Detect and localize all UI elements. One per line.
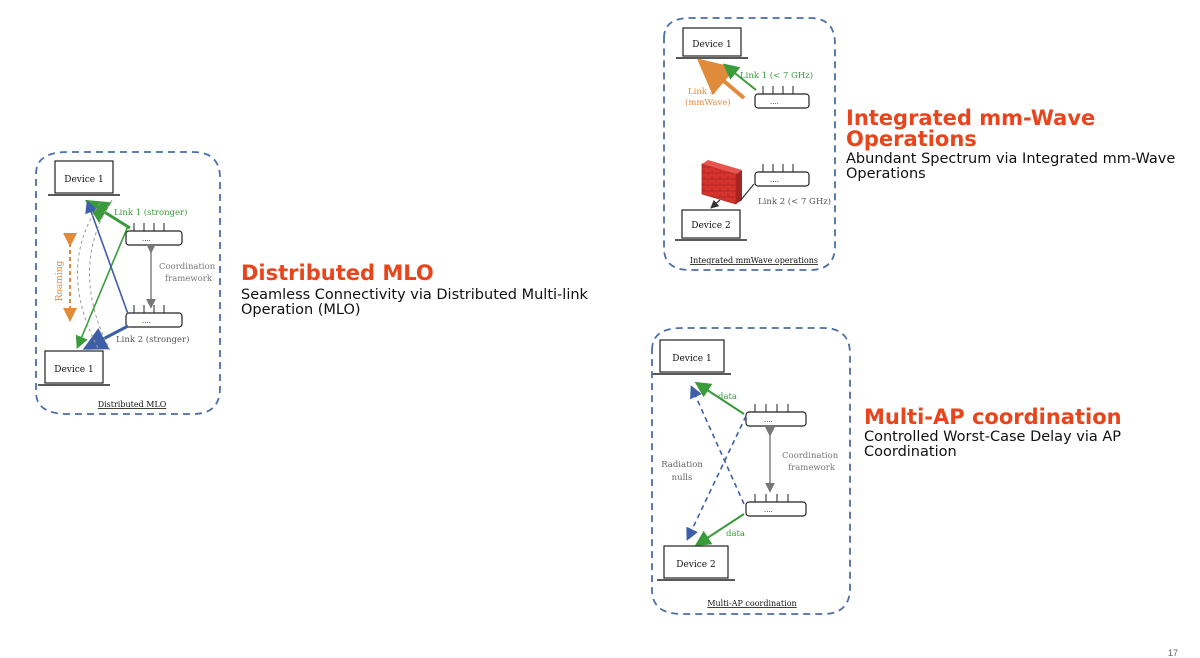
link-blue-cross	[85, 199, 129, 315]
feature-title-2: Operations	[846, 127, 977, 151]
link1-label: Link 1 (< 7 GHz)	[740, 70, 813, 81]
link2-label: Link 2 (stronger)	[116, 334, 189, 345]
feature-title: Integrated mm-Wave	[846, 106, 1096, 130]
dashed-border	[35, 151, 221, 415]
radiation-null-line	[690, 385, 745, 505]
access-point-icon: ....	[754, 86, 810, 109]
integrated-mmwave-diagram: Device 1 .... Link 1 (< 7 GHz) Link 3 (m…	[660, 14, 840, 274]
link1-label: Link 1 (stronger)	[114, 207, 187, 218]
device-label-bottom: Device 2	[676, 560, 715, 570]
device-label-top: Device 1	[64, 175, 103, 185]
laptop-icon	[38, 350, 110, 386]
device-label-top: Device 1	[692, 40, 731, 50]
link-green-cross	[75, 225, 129, 349]
access-point-icon: ....	[125, 305, 183, 328]
data-label-top: data	[718, 392, 737, 402]
device-label-bottom: Device 2	[691, 221, 730, 231]
radiation-label: Radiation	[661, 460, 703, 470]
access-point-icon: ....	[745, 404, 807, 427]
dashed-border	[651, 327, 851, 615]
feature-description: Controlled Worst-Case Delay via AP Coord…	[864, 429, 1122, 460]
svg-text:....: ....	[764, 415, 773, 424]
laptop-icon	[48, 160, 120, 196]
data-arrow-bottom	[694, 513, 745, 547]
laptop-icon	[657, 545, 735, 581]
data-arrow-top	[694, 381, 745, 415]
diagram-caption: Integrated mmWave operations	[690, 256, 818, 265]
multi-ap-feature: Multi-AP coordination Controlled Worst-C…	[864, 407, 1194, 460]
coordination-label-2: framework	[788, 463, 836, 473]
distributed-mlo-svg: Device 1 Device 1 .... .... Roamin	[35, 151, 221, 415]
radiation-null-line	[686, 415, 747, 541]
radiation-label-2: nulls	[672, 473, 693, 483]
device-label-bottom: Device 1	[54, 365, 93, 375]
feature-title: Multi-AP coordination	[864, 405, 1122, 429]
dashed-border	[663, 17, 836, 271]
svg-text:....: ....	[142, 234, 151, 243]
coordination-label: Coordination	[159, 262, 216, 272]
svg-text:....: ....	[764, 505, 773, 514]
diagram-caption: Distributed MLO	[98, 400, 167, 409]
coordination-label-2: framework	[165, 274, 213, 284]
svg-text:....: ....	[142, 316, 151, 325]
link2-arrow	[739, 183, 755, 202]
data-label-bottom: data	[726, 529, 745, 539]
link3-arrow	[696, 58, 746, 100]
multi-ap-diagram: Device 1 .... .... Coordination framewor…	[648, 322, 854, 618]
access-point-icon: ....	[745, 494, 807, 517]
multi-ap-svg: Device 1 .... .... Coordination framewor…	[651, 327, 851, 615]
access-point-icon: ....	[125, 223, 183, 246]
feature-title: Distributed MLO	[241, 261, 434, 285]
roaming-label: Roaming	[55, 260, 65, 301]
page-number: 17	[1167, 648, 1178, 658]
laptop-icon	[653, 339, 731, 375]
feature-description: Abundant Spectrum via Integrated mm-Wave…	[846, 151, 1176, 182]
link1-arrow	[722, 63, 757, 91]
distributed-mlo-feature: Distributed MLO Seamless Connectivity vi…	[241, 263, 631, 318]
laptop-icon	[676, 27, 748, 59]
svg-text:....: ....	[770, 97, 779, 106]
diagram-caption: Multi-AP coordination	[707, 599, 796, 608]
feature-description: Seamless Connectivity via Distributed Mu…	[241, 287, 588, 318]
integrated-mmwave-feature: Integrated mm-Wave Operations Abundant S…	[846, 108, 1196, 182]
link2-arrow	[82, 324, 129, 350]
svg-text:....: ....	[770, 175, 779, 184]
link2-label: Link 2 (< 7 GHz)	[758, 196, 831, 207]
access-point-icon: ....	[754, 164, 810, 187]
link3-label: Link 3	[688, 87, 715, 97]
distributed-mlo-diagram: Device 1 Device 1 .... .... Roamin	[28, 148, 228, 420]
laptop-icon	[675, 209, 747, 241]
integrated-mmwave-svg: Device 1 .... Link 1 (< 7 GHz) Link 3 (m…	[663, 17, 836, 271]
device-label-top: Device 1	[672, 354, 711, 364]
coordination-label: Coordination	[782, 451, 839, 461]
link3-label-2: (mmWave)	[685, 97, 731, 108]
